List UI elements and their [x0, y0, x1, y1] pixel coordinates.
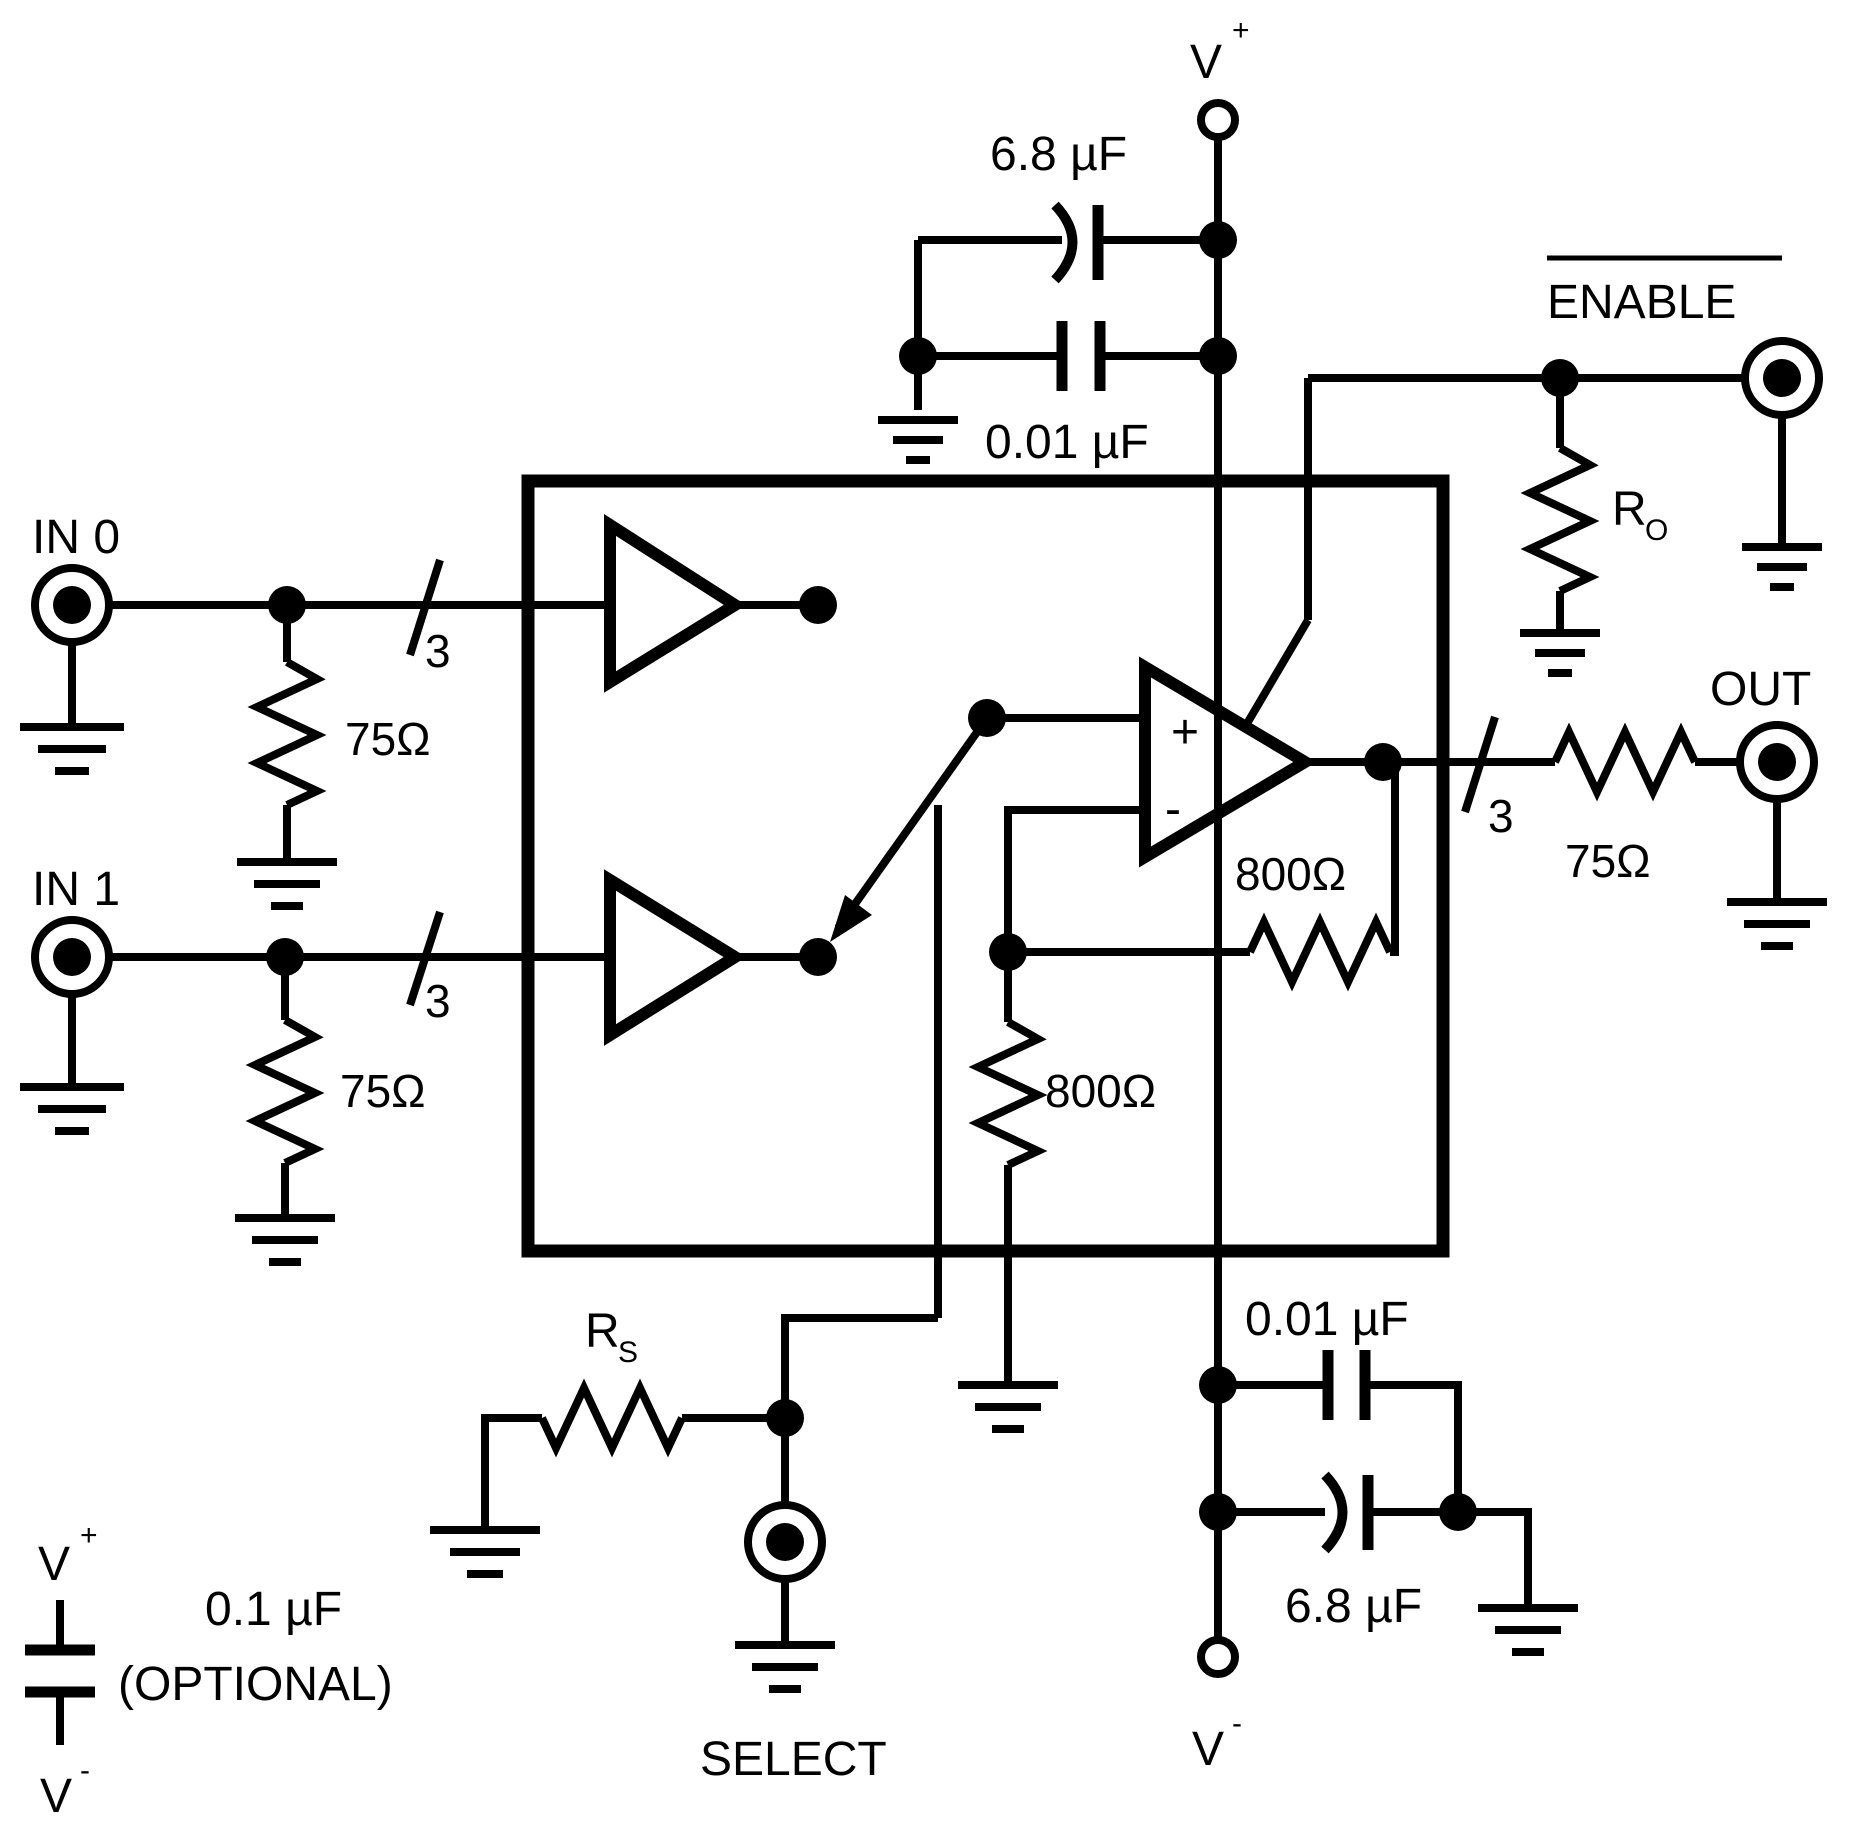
rs-label: R	[585, 1305, 620, 1358]
in1-bus-width: 3	[425, 975, 451, 1027]
legend-vplus-label: V	[38, 1538, 70, 1591]
ground-icon	[430, 1526, 540, 1578]
in1-resistor	[245, 1016, 325, 1167]
gnd-resistor	[968, 1018, 1048, 1169]
junction-dot	[1364, 743, 1402, 781]
junction-dot	[766, 1399, 804, 1437]
in1-buffer-triangle	[604, 869, 747, 1046]
cap-bot-ceramic-label: 0.01 µF	[1245, 1293, 1409, 1346]
junction-dot	[268, 586, 306, 624]
legend-cap-label: 0.1 µF	[205, 1583, 342, 1636]
switch-arm	[834, 715, 991, 931]
opamp-plus-label: +	[1171, 706, 1199, 759]
in1-terminal-core	[53, 938, 91, 976]
junction-dot	[266, 938, 304, 976]
cap-bot-cer-wire-right	[1365, 1381, 1462, 1512]
vminus-terminal	[1197, 1636, 1239, 1678]
junction-dot	[1199, 1366, 1237, 1404]
legend-vminus-label: V	[40, 1770, 72, 1823]
junction-dot	[1199, 221, 1237, 259]
junction-dot	[1439, 1493, 1477, 1531]
ground-icon	[1520, 629, 1600, 677]
ground-icon	[20, 1083, 124, 1135]
out-label: OUT	[1710, 663, 1811, 716]
legend-vminus-superscript: -	[80, 1754, 90, 1787]
ground-icon	[1478, 1604, 1578, 1656]
opamp-triangle	[1139, 656, 1317, 868]
switch-contact-in1	[799, 938, 837, 976]
out-resistor-label: 75Ω	[1565, 835, 1651, 887]
ground-icon	[20, 723, 124, 775]
opamp-minus-wire	[1004, 806, 1145, 952]
cap-bot-elec-curved-plate	[1321, 1471, 1348, 1554]
cap-top-elec-curved-plate	[1051, 201, 1078, 284]
in1-bus-slash	[406, 910, 444, 1007]
select-label: SELECT	[700, 1733, 887, 1786]
enable-terminal-core	[1763, 359, 1801, 397]
vminus-bot-superscript: -	[1232, 1707, 1242, 1740]
in1-label: IN 1	[32, 863, 120, 916]
in0-resistor	[247, 658, 327, 809]
junction-dot	[989, 933, 1027, 971]
select-terminal-core	[766, 1523, 804, 1561]
gnd-resistor-label: 800Ω	[1045, 1065, 1156, 1117]
in0-terminal-core	[53, 586, 91, 624]
vminus-bot-label: V	[1192, 1723, 1224, 1776]
ro-subscript: O	[1645, 514, 1668, 547]
in0-bus-slash	[406, 558, 444, 657]
out-resistor	[1551, 722, 1699, 802]
enable-wire-diagonal	[1241, 617, 1312, 730]
vplus-terminal	[1197, 99, 1239, 141]
ground-icon	[878, 416, 958, 464]
legend-optional-label: (OPTIONAL)	[118, 1658, 393, 1711]
ground-icon	[1742, 543, 1822, 591]
fb-resistor	[1246, 912, 1394, 992]
cap-bot-elec-wire-right	[1368, 1508, 1532, 1608]
fb-resistor-label: 800Ω	[1235, 848, 1346, 900]
vplus-top-superscript: +	[1232, 14, 1250, 47]
rs-subscript: S	[618, 1336, 638, 1369]
enable-label: ENABLE	[1547, 276, 1736, 329]
ground-icon	[1727, 898, 1827, 950]
switch-contact-in0	[799, 586, 837, 624]
opamp-minus-label: -	[1165, 783, 1181, 836]
fb-wire-right	[1390, 762, 1399, 956]
ro-label: R	[1612, 483, 1647, 536]
in0-bus-width: 3	[425, 625, 451, 677]
cap-bot-electrolytic-label: 6.8 µF	[1285, 1580, 1422, 1633]
out-bus-slash	[1461, 715, 1499, 814]
vplus-top-label: V	[1190, 36, 1222, 89]
junction-dot	[1199, 1493, 1237, 1531]
ground-icon	[958, 1381, 1058, 1433]
ground-icon	[235, 1214, 335, 1266]
in0-buffer-triangle	[604, 514, 747, 693]
in0-label: IN 0	[32, 511, 120, 564]
out-terminal-core	[1758, 743, 1796, 781]
chip-package-outline	[521, 474, 1450, 1258]
ro-resistor	[1520, 444, 1600, 595]
cap-top-ceramic-label: 0.01 µF	[985, 416, 1149, 469]
ground-icon	[237, 858, 337, 910]
rs-resistor	[538, 1378, 686, 1458]
select-control-route	[781, 1314, 938, 1418]
in1-resistor-label: 75Ω	[340, 1065, 426, 1117]
cap-top-electrolytic-label: 6.8 µF	[990, 128, 1127, 181]
ground-icon	[735, 1641, 835, 1693]
rs-wire-left	[481, 1414, 542, 1530]
junction-dot	[899, 337, 937, 375]
junction-dot	[1199, 337, 1237, 375]
out-bus-width: 3	[1488, 790, 1514, 842]
switch-arrowhead	[830, 895, 872, 942]
switch-pivot	[968, 699, 1006, 737]
junction-dot	[1541, 359, 1579, 397]
legend-vplus-superscript: +	[80, 1519, 98, 1552]
in0-resistor-label: 75Ω	[345, 713, 431, 765]
